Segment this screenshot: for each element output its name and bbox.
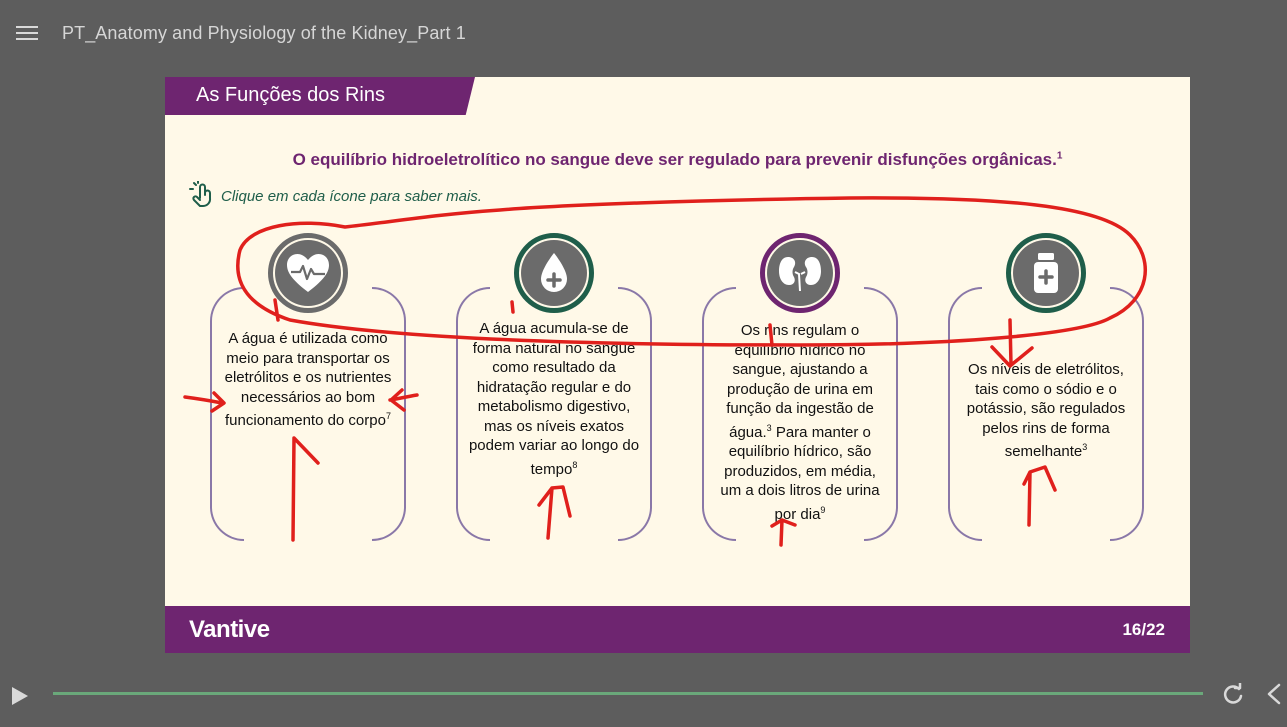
heart-pulse-button[interactable] — [268, 233, 348, 313]
card-body: A água acumula-se de forma natural no sa… — [468, 320, 640, 478]
card-body: Os níveis de eletrólitos, tais como o só… — [966, 361, 1126, 460]
slide: As Funções dos Rins O equilíbrio hidroel… — [165, 77, 1190, 653]
card-kidney-regulation: Os rins regulam o equilíbrio hídrico no … — [702, 233, 898, 541]
kidneys-button[interactable] — [760, 233, 840, 313]
top-bar: PT_Anatomy and Physiology of the Kidney_… — [0, 0, 1287, 70]
card-text: A água acumula-se de forma natural no sa… — [466, 319, 642, 479]
progress-bar[interactable] — [53, 692, 1203, 695]
medicine-bottle-icon — [1034, 253, 1058, 293]
card-reference: 8 — [572, 459, 578, 470]
slide-header-banner — [165, 77, 475, 115]
slide-headline: O equilíbrio hidroeletrolítico no sangue… — [165, 150, 1190, 170]
slide-footer: Vantive 16/22 — [165, 606, 1190, 653]
play-icon[interactable] — [10, 685, 30, 707]
card-body-continued: Para manter o equilíbrio hídrico, são pr… — [720, 423, 880, 523]
medicine-bottle-button[interactable] — [1006, 233, 1086, 313]
kidneys-icon — [779, 257, 821, 292]
headline-reference: 1 — [1056, 150, 1063, 162]
card-water-accumulation: A água acumula-se de forma natural no sa… — [456, 233, 652, 541]
card-electrolytes: Os níveis de eletrólitos, tais como o só… — [948, 233, 1144, 541]
card-text: A água é utilizada como meio para transp… — [220, 329, 396, 431]
water-drop-plus-icon — [541, 253, 567, 292]
chevron-left-icon[interactable] — [1266, 683, 1282, 705]
water-drop-button[interactable] — [514, 233, 594, 313]
player-controls — [0, 670, 1287, 727]
card-reference: 3 — [766, 422, 772, 433]
card-reference: 7 — [385, 411, 391, 421]
vantive-logo: Vantive — [189, 616, 270, 643]
card-water-transport: A água é utilizada como meio para transp… — [210, 233, 406, 541]
card-text: Os níveis de eletrólitos, tais como o só… — [958, 360, 1134, 462]
slide-header-title: As Funções dos Rins — [196, 84, 385, 106]
course-title: PT_Anatomy and Physiology of the Kidney_… — [62, 23, 466, 43]
card-text: Os rins regulam o equilíbrio hídrico no … — [712, 321, 888, 524]
headline-text: O equilíbrio hidroeletrolítico no sangue… — [292, 150, 1057, 169]
heart-pulse-icon — [287, 254, 329, 292]
instruction: Clique em cada ícone para saber mais. — [189, 181, 482, 211]
page-number: 16/22 — [1122, 620, 1165, 639]
card-body: A água é utilizada como meio para transp… — [224, 330, 392, 429]
pointer-hand-icon — [189, 181, 212, 208]
card-reference-2: 9 — [820, 504, 826, 515]
replay-icon[interactable] — [1222, 683, 1244, 705]
instruction-text: Clique em cada ícone para saber mais. — [221, 187, 482, 205]
card-reference: 3 — [1082, 442, 1088, 452]
menu-icon[interactable] — [16, 26, 38, 44]
